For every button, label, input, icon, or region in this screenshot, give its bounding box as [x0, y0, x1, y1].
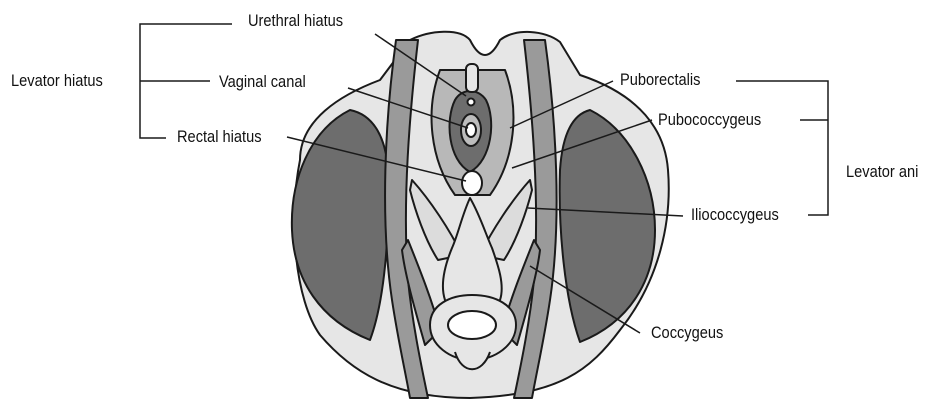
label-urethral-hiatus: Urethral hiatus — [248, 11, 343, 31]
label-levator-ani: Levator ani — [846, 162, 918, 182]
bracket-levator-ani — [736, 81, 828, 215]
vaginal-opening — [466, 123, 476, 137]
label-puborectalis: Puborectalis — [620, 70, 700, 90]
label-rectal-hiatus: Rectal hiatus — [177, 127, 262, 147]
sacral-canal — [448, 311, 496, 339]
label-pubococcygeus: Pubococcygeus — [658, 110, 761, 130]
label-vaginal-canal: Vaginal canal — [219, 72, 306, 92]
label-iliococcygeus: Iliococcygeus — [691, 205, 779, 225]
label-levator-hiatus: Levator hiatus — [11, 71, 103, 91]
label-coccygeus: Coccygeus — [651, 323, 723, 343]
urethra-body — [466, 64, 478, 92]
rectal-opening — [462, 171, 482, 195]
urethral-opening — [468, 99, 475, 106]
